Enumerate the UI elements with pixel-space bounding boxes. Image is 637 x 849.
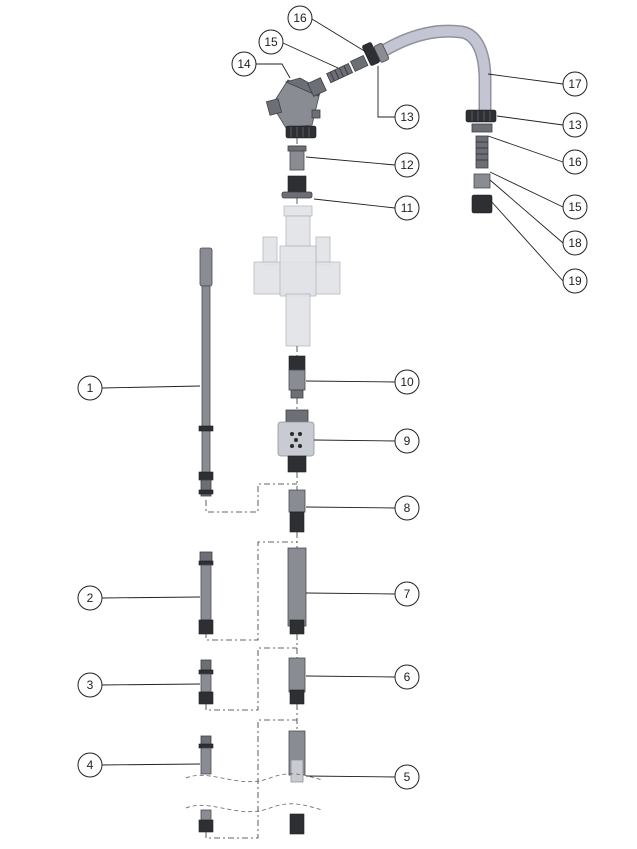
transparent-housing [253,205,341,347]
callout-2: 2 [77,585,103,611]
svg-text:13: 13 [568,118,582,132]
callout-13-left: 13 [394,104,420,130]
hose-nut-cap-left [373,42,390,63]
callout-8: 8 [394,495,420,521]
svg-text:19: 19 [568,274,582,288]
callout-19: 19 [562,268,588,294]
svg-text:4: 4 [87,758,94,772]
svg-text:15: 15 [264,35,278,49]
assembly-dashed-lines [205,138,298,839]
svg-text:16: 16 [293,11,307,25]
callout-16-right: 16 [562,149,588,175]
svg-text:5: 5 [404,770,411,784]
barb-left [326,62,354,84]
leader-lines [101,18,564,778]
part-1-rod [198,247,214,497]
svg-text:1: 1 [87,381,94,395]
hose-tube [382,26,490,110]
svg-text:8: 8 [404,501,411,515]
callout-12: 12 [394,152,420,178]
part-18-sleeve [473,173,491,189]
part-7-extension [287,547,307,635]
break-lines [185,773,323,813]
callout-1: 1 [77,375,103,401]
part-5-extension [288,730,306,835]
svg-text:6: 6 [404,670,411,684]
callout-4: 4 [77,752,103,778]
svg-text:17: 17 [568,77,582,91]
hose-fittings-right [465,109,497,214]
svg-text:11: 11 [401,201,414,215]
part-2-rod [198,551,214,635]
callout-15-right: 15 [562,194,588,220]
hose-fittings-left [326,42,390,84]
callout-17: 17 [562,71,588,97]
part-10-adapter [288,355,306,399]
svg-text:15: 15 [568,200,582,214]
svg-text:10: 10 [400,375,414,389]
coupler-left [350,54,369,72]
svg-text:9: 9 [404,434,411,448]
callout-6: 6 [394,664,420,690]
callout-7: 7 [394,581,420,607]
part-12-sleeve [287,145,307,171]
svg-text:12: 12 [400,158,414,172]
callout-16-left: 16 [287,5,313,31]
callout-5: 5 [394,764,420,790]
svg-text:14: 14 [237,57,251,71]
part-19-cap [471,194,493,214]
hose-assembly [381,24,492,110]
valve-head [265,77,327,139]
svg-text:16: 16 [568,155,582,169]
callout-11: 11 [394,195,420,221]
part-9-check-valve [277,409,315,473]
part-6-extension [288,657,306,705]
callout-10: 10 [394,369,420,395]
callout-18: 18 [562,230,588,256]
callout-9: 9 [394,428,420,454]
part-3-rod [198,659,214,705]
svg-text:7: 7 [404,587,411,601]
hose-nut-left [362,42,380,66]
callout-13-right: 13 [562,112,588,138]
part-4-rod [198,735,214,833]
callout-14: 14 [231,51,257,77]
callout-15-left: 15 [258,29,284,55]
callout-3: 3 [77,672,103,698]
barb-right [475,135,489,169]
hose-nut-right [465,109,497,123]
part-8-connector [288,489,306,533]
svg-text:3: 3 [87,678,94,692]
svg-text:18: 18 [568,236,582,250]
svg-text:2: 2 [87,591,94,605]
part-11-nut [281,175,313,199]
svg-text:13: 13 [400,110,414,124]
